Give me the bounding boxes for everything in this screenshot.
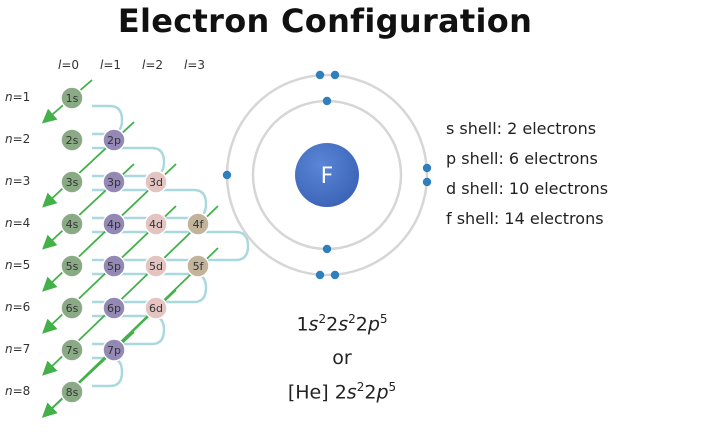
- orbital-bubble: [60, 86, 84, 110]
- orbital-label: 3d: [149, 176, 163, 189]
- orbital-bubble: [102, 338, 126, 362]
- n-label-6: n=6: [5, 300, 31, 314]
- orbital-bubble: [144, 296, 168, 320]
- atom-model: F: [222, 70, 432, 280]
- shell-info-d: d shell: 10 electrons: [446, 179, 609, 198]
- orbital-3p: 3p: [102, 170, 126, 194]
- orbital-grid: 1s 2s 2p 3s 3p 3d 4s 4p 4d 4f 5s 5p 5d 5f 6s 6p 6d 7s 7p 8s: [60, 86, 210, 404]
- n-label-2: n=2: [5, 132, 31, 146]
- orbital-bubble: [186, 254, 210, 278]
- orbital-label: 6s: [66, 302, 79, 315]
- l-header-1: l=1: [100, 58, 122, 72]
- orbital-7p: 7p: [102, 338, 126, 362]
- nucleus: [295, 143, 359, 207]
- orbital-4s: 4s: [60, 212, 84, 236]
- orbital-bubble: [102, 128, 126, 152]
- orbital-3d: 3d: [144, 170, 168, 194]
- orbital-label: 4f: [193, 218, 205, 231]
- orbital-bubble: [144, 170, 168, 194]
- electron: [422, 163, 432, 173]
- n-label-1: n=1: [5, 90, 31, 104]
- orbital-bubble: [60, 380, 84, 404]
- orbital-2p: 2p: [102, 128, 126, 152]
- orbital-label: 1s: [66, 92, 79, 105]
- l-header-0: l=0: [58, 58, 80, 72]
- orbital-5d: 5d: [144, 254, 168, 278]
- page-title: Electron Configuration: [117, 2, 533, 40]
- element-symbol: F: [321, 164, 334, 189]
- orbital-6p: 6p: [102, 296, 126, 320]
- orbital-label: 2s: [66, 134, 79, 147]
- l-header-2: l=2: [142, 58, 164, 72]
- electron: [315, 70, 325, 80]
- orbital-7s: 7s: [60, 338, 84, 362]
- shell-info-s: s shell: 2 electrons: [446, 119, 597, 138]
- orbital-label: 6d: [149, 302, 163, 315]
- orbital-label: 6p: [107, 302, 121, 315]
- orbital-5p: 5p: [102, 254, 126, 278]
- shell-info-f: f shell: 14 electrons: [446, 209, 604, 228]
- orbital-label: 5s: [66, 260, 79, 273]
- electron: [322, 96, 332, 106]
- orbital-bubble: [60, 170, 84, 194]
- orbital-3s: 3s: [60, 170, 84, 194]
- orbital-5s: 5s: [60, 254, 84, 278]
- electron: [330, 270, 340, 280]
- orbital-label: 7s: [66, 344, 79, 357]
- n-label-4: n=4: [5, 216, 31, 230]
- orbital-label: 4s: [66, 218, 79, 231]
- shell-info-p: p shell: 6 electrons: [446, 149, 598, 168]
- orbital-bubble: [102, 212, 126, 236]
- orbital-label: 3p: [107, 176, 121, 189]
- orbital-bubble: [186, 212, 210, 236]
- orbital-1s: 1s: [60, 86, 84, 110]
- orbital-4d: 4d: [144, 212, 168, 236]
- n-label-7: n=7: [5, 342, 31, 356]
- electron: [222, 170, 232, 180]
- l-header-3: l=3: [184, 58, 206, 72]
- orbital-bubble: [60, 254, 84, 278]
- electron: [330, 70, 340, 80]
- n-label-5: n=5: [5, 258, 31, 272]
- orbital-4f: 4f: [186, 212, 210, 236]
- orbital-label: 5p: [107, 260, 121, 273]
- n-label-3: n=3: [5, 174, 31, 188]
- electron: [322, 244, 332, 254]
- orbital-label: 4d: [149, 218, 163, 231]
- orbital-6s: 6s: [60, 296, 84, 320]
- filling-loop: [92, 356, 124, 388]
- orbital-8s: 8s: [60, 380, 84, 404]
- orbital-2s: 2s: [60, 128, 84, 152]
- orbital-label: 2p: [107, 134, 121, 147]
- orbital-4p: 4p: [102, 212, 126, 236]
- orbital-6d: 6d: [144, 296, 168, 320]
- orbital-bubble: [144, 254, 168, 278]
- electron: [422, 177, 432, 187]
- orbital-bubble: [102, 254, 126, 278]
- configuration-or: or: [332, 347, 352, 369]
- orbital-bubble: [60, 296, 84, 320]
- filling-order-loops: [92, 104, 250, 388]
- orbital-label: 7p: [107, 344, 121, 357]
- filling-loop: [92, 314, 166, 346]
- orbital-label: 5d: [149, 260, 163, 273]
- orbital-bubble: [60, 128, 84, 152]
- orbital-bubble: [60, 338, 84, 362]
- configuration-noble-gas: [He] 2s22p5: [287, 380, 397, 404]
- orbital-bubble: [60, 212, 84, 236]
- electron: [315, 270, 325, 280]
- orbital-bubble: [102, 296, 126, 320]
- orbital-label: 3s: [66, 176, 79, 189]
- orbital-bubble: [144, 212, 168, 236]
- n-label-8: n=8: [5, 384, 31, 398]
- orbital-bubble: [102, 170, 126, 194]
- orbital-label: 8s: [66, 386, 79, 399]
- orbital-5f: 5f: [186, 254, 210, 278]
- filling-loop: [92, 230, 250, 262]
- orbital-label: 4p: [107, 218, 121, 231]
- orbital-label: 5f: [193, 260, 205, 273]
- configuration-full: 1s22s22p5: [296, 312, 388, 336]
